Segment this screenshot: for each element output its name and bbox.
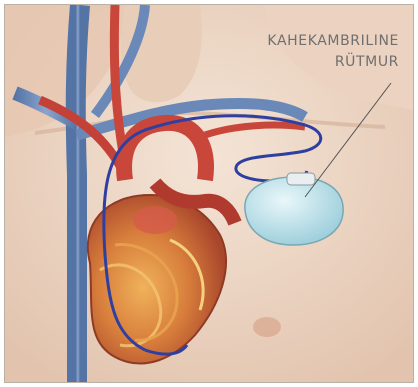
vena-cava (76, 5, 80, 383)
pacemaker-label-line2: RÜTMUR (267, 52, 399, 73)
left-atrium (133, 206, 177, 234)
illustration-frame: KAHEKAMBRILINE RÜTMUR (4, 4, 414, 383)
pacemaker-label-line1: KAHEKAMBRILINE (267, 31, 399, 52)
pacemaker-label: KAHEKAMBRILINE RÜTMUR (267, 31, 399, 73)
nipple (253, 317, 281, 337)
pacemaker-device-icon (245, 173, 343, 245)
